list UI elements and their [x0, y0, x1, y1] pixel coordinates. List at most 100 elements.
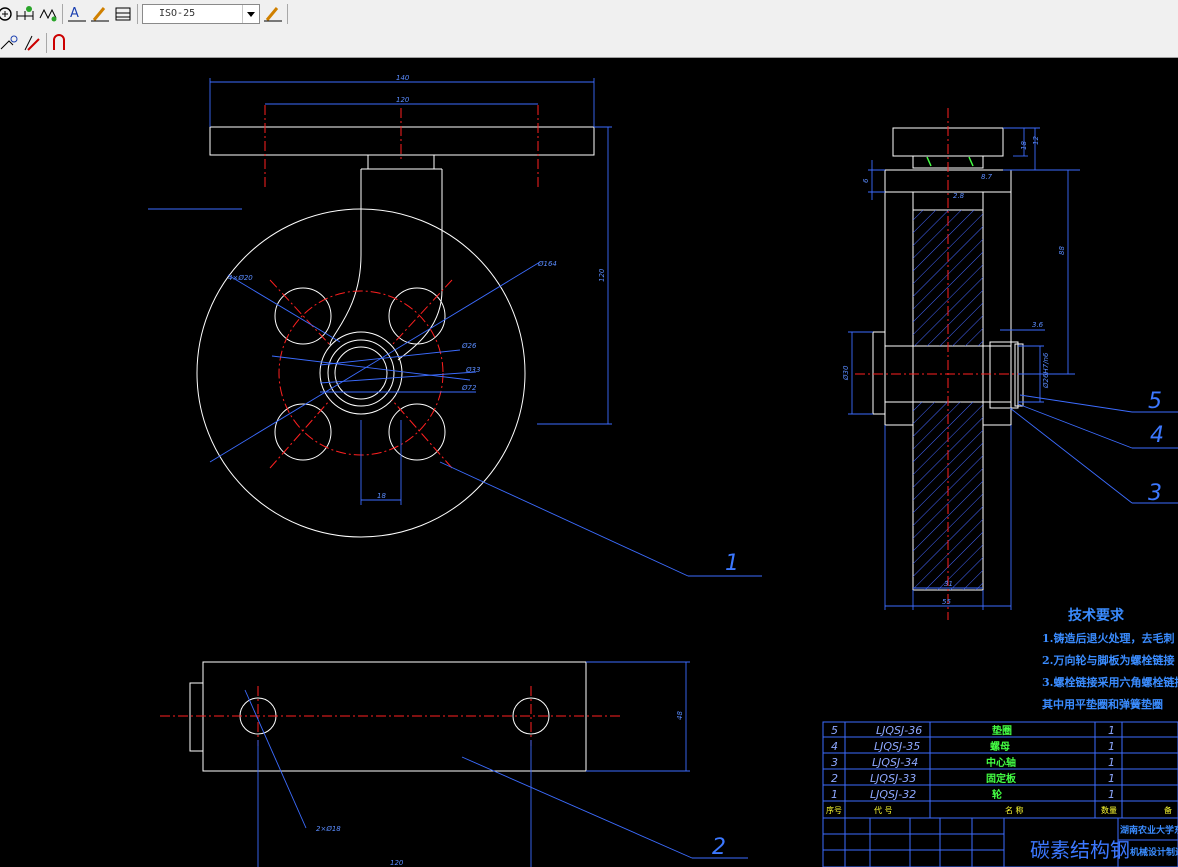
plan-dim-text: 48 2×Ø18 120 2 [316, 711, 726, 867]
technical-requirements: 技术要求 1.铸造后退火处理，去毛刺 2.万向轮与脚板为螺栓链接 3.螺栓链接采… [1042, 607, 1178, 711]
side-centerlines [855, 108, 1040, 620]
svg-text:备: 备 [1164, 805, 1172, 815]
dim-s55: 55 [942, 598, 951, 606]
svg-text:4: 4 [831, 740, 838, 753]
dim-update-icon[interactable] [89, 3, 111, 25]
jog-line-icon[interactable] [49, 32, 71, 54]
svg-text:LJQSJ-34: LJQSJ-34 [872, 756, 918, 769]
dim-48: 48 [676, 711, 684, 720]
side-washer [926, 156, 974, 167]
chevron-down-icon[interactable] [242, 5, 259, 23]
leader-2: 2 [712, 835, 726, 860]
plan-dimensions [244, 661, 748, 867]
dim-s30: Ø30 [842, 365, 850, 381]
svg-text:LJQSJ-32: LJQSJ-32 [870, 788, 916, 801]
svg-text:序号: 序号 [826, 805, 842, 815]
dim-120-plan: 120 [390, 859, 404, 867]
table-row: 4 LJQSJ-35 螺母 1 [831, 740, 1115, 753]
dim-style-dialog-icon[interactable] [112, 3, 134, 25]
dim-space-icon[interactable] [37, 3, 59, 25]
front-view [196, 126, 595, 538]
svg-text:1: 1 [1108, 788, 1115, 801]
table-row: 5 LJQSJ-36 垫圈 1 [831, 724, 1115, 737]
bom-header: 序号 代 号 名 称 数量 备 [826, 805, 1172, 815]
bom-table [822, 721, 1178, 867]
table-row: 2 LJQSJ-33 固定板 1 [831, 772, 1115, 785]
requirement-3: 3.螺栓链接采用六角螺栓链接 [1042, 675, 1178, 689]
svg-text:固定板: 固定板 [986, 772, 1017, 785]
dim-120: 120 [396, 96, 410, 104]
dim-style-apply-icon[interactable] [262, 3, 284, 25]
svg-text:1: 1 [1108, 740, 1115, 753]
svg-text:轮: 轮 [992, 788, 1002, 801]
dim-72: Ø72 [461, 384, 477, 392]
svg-text:数量: 数量 [1101, 805, 1117, 815]
leader-5: 5 [1148, 389, 1162, 414]
requirement-1: 1.铸造后退火处理，去毛刺 [1042, 631, 1174, 645]
bolt-hole-tl [274, 287, 332, 345]
svg-text:名 称: 名 称 [1005, 805, 1024, 815]
hub-inner [334, 346, 388, 400]
drawing-canvas[interactable]: 140 120 120 Ø164 Ø26 Ø33 Ø72 4×Ø20 18 1 [0, 58, 1178, 867]
dim-4x20: 4×Ø20 [228, 274, 253, 282]
leader-4: 4 [1150, 423, 1164, 448]
dim-26: Ø26 [461, 342, 477, 350]
plan-centerlines [160, 686, 620, 746]
hub-mid [327, 339, 395, 407]
dim-s88: 88 [1058, 246, 1066, 255]
front-dimensions [148, 78, 762, 577]
svg-text:中心轴: 中心轴 [986, 756, 1016, 769]
dim-center-icon[interactable] [0, 3, 16, 25]
dim-s6: 6 [862, 178, 870, 183]
svg-text:1: 1 [831, 788, 838, 801]
dim-120-vertical: 120 [598, 268, 606, 282]
dim-164: Ø164 [537, 260, 557, 268]
fork-right [397, 169, 443, 361]
svg-text:螺母: 螺母 [990, 740, 1010, 753]
cad-drawing: 140 120 120 Ø164 Ø26 Ø33 Ø72 4×Ø20 18 1 [148, 74, 1178, 867]
material-label: 碳素结构钢 [1030, 838, 1130, 862]
dim-text-edit-icon[interactable]: A [66, 3, 88, 25]
table-row: 1 LJQSJ-32 轮 1 [831, 788, 1115, 801]
bolt-hole-br [388, 403, 446, 461]
dim-18: 18 [377, 492, 386, 500]
fork-left [329, 169, 362, 346]
side-dimensions [848, 127, 1178, 610]
dim-s26h7: Ø26H7/n6 [1042, 352, 1050, 389]
svg-text:1: 1 [1108, 756, 1115, 769]
svg-text:5: 5 [831, 724, 838, 737]
dimension-toolbar-row2 [0, 29, 1178, 58]
side-dim-text: 12 18 6 8.7 2.8 88 3.6 Ø30 Ø26H7/n6 31 5… [842, 136, 1164, 606]
dim-s12: 12 [1032, 136, 1040, 145]
svg-text:A: A [70, 6, 79, 21]
svg-text:2: 2 [831, 772, 838, 785]
dimstyle-select[interactable]: ISO-25 [142, 4, 260, 24]
svg-text:代 号: 代 号 [874, 805, 893, 815]
dim-2x18: 2×Ø18 [316, 825, 341, 833]
title-block: 碳素结构钢 湖南农业大学东方科 机械设计制造及 [1030, 824, 1178, 862]
dim-140: 140 [396, 74, 410, 82]
dim-33: Ø33 [465, 366, 480, 374]
dim-s28: 2.8 [953, 192, 965, 200]
inspect-icon[interactable] [0, 32, 20, 54]
bolt-hole-bl [274, 403, 332, 461]
requirement-4: 其中用平垫圈和弹簧垫圈 [1042, 697, 1163, 711]
dim-s31: 31 [944, 580, 953, 588]
requirement-2: 2.万向轮与脚板为螺栓链接 [1042, 653, 1174, 667]
dim-s18: 18 [1020, 141, 1028, 150]
svg-text:LJQSJ-33: LJQSJ-33 [870, 772, 916, 785]
dimstyle-value: ISO-25 [159, 8, 196, 19]
hub-outer [319, 331, 403, 415]
table-row: 3 LJQSJ-34 中心轴 1 [831, 756, 1115, 769]
bom-rows: 5 LJQSJ-36 垫圈 1 4 LJQSJ-35 螺母 1 3 LJQSJ-… [826, 724, 1172, 815]
oblique-icon[interactable] [21, 32, 43, 54]
dim-continue-icon[interactable] [14, 3, 36, 25]
requirements-title: 技术要求 [1068, 607, 1125, 624]
svg-text:3: 3 [831, 756, 838, 769]
leader-1: 1 [725, 551, 739, 576]
svg-text:垫圈: 垫圈 [992, 724, 1012, 737]
school-name: 湖南农业大学东方科 [1120, 824, 1178, 836]
front-dim-text: 140 120 120 Ø164 Ø26 Ø33 Ø72 4×Ø20 18 1 [228, 74, 739, 576]
svg-text:1: 1 [1108, 724, 1115, 737]
top-plate [209, 126, 595, 156]
